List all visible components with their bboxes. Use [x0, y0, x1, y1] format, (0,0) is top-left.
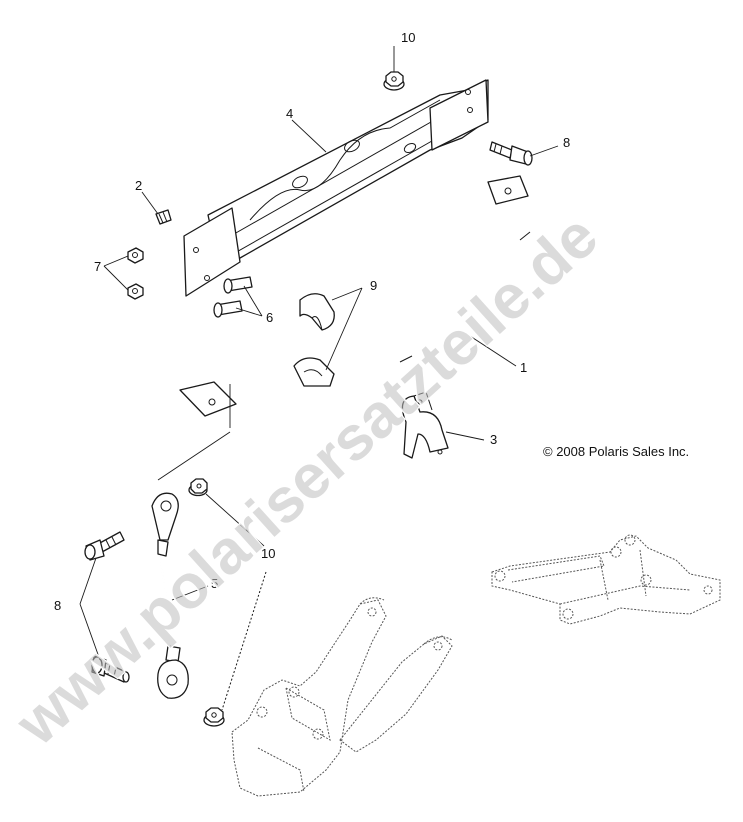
callout-10-upper: 10: [401, 30, 415, 45]
leader-lines: [79, 46, 559, 661]
callout-9: 9: [370, 278, 377, 293]
bolt-part-8-middle: [84, 531, 125, 561]
flange-nut-part-10-lower: [203, 707, 225, 727]
suspension-arm-context: [231, 597, 453, 797]
rear-suspension-context: [491, 534, 721, 625]
clamp-part-3: [401, 391, 449, 459]
bushing-part-9: [293, 293, 335, 387]
flange-nut-part-10-middle: [188, 478, 208, 497]
callout-6: 6: [266, 310, 273, 325]
pin-part-6: [213, 276, 253, 318]
mounting-bracket-part-4: [183, 79, 489, 297]
copyright-notice: © 2008 Polaris Sales Inc.: [543, 444, 690, 459]
callout-5: 5: [211, 576, 218, 591]
callout-7: 7: [94, 259, 101, 274]
stabilizer-bar-part-1: [179, 175, 551, 425]
bolt-part-8-upper: [489, 141, 533, 166]
callout-labels: 10 4 2 7 6 9 1 3 8 8 5 10: [54, 30, 570, 613]
watermark-text: www.polarisersatzteile.de: [2, 201, 611, 759]
callout-8-upper: 8: [563, 135, 570, 150]
callout-4: 4: [286, 106, 293, 121]
link-rod-part-5: [151, 492, 189, 699]
bolt-part-8-lower: [91, 655, 130, 683]
nut-part-7: [127, 247, 144, 300]
fastener-part-2: [155, 209, 172, 225]
callout-3: 3: [490, 432, 497, 447]
callout-2: 2: [135, 178, 142, 193]
reference-lines: [157, 384, 267, 711]
callout-8-lower: 8: [54, 598, 61, 613]
callout-10-lower: 10: [261, 546, 275, 561]
callout-1: 1: [520, 360, 527, 375]
flange-nut-part-10-upper: [383, 71, 405, 91]
